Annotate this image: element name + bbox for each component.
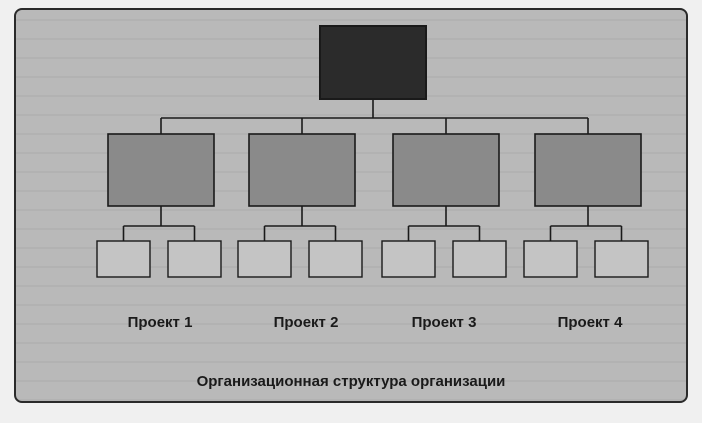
project-3-sub-unit-2	[452, 240, 507, 278]
project-1-label: Проект 1	[127, 314, 193, 331]
project-4-sub-unit-2	[594, 240, 649, 278]
project-3-label: Проект 3	[411, 314, 477, 331]
connector-lines	[122, 99, 623, 241]
project-2-node	[248, 133, 356, 207]
project-2-sub-unit-2	[308, 240, 363, 278]
chart-nodes	[96, 25, 649, 278]
project-3-sub-unit-1	[381, 240, 436, 278]
diagram-caption: Организационная структура организации	[196, 373, 506, 390]
project-2-sub-unit-1	[237, 240, 292, 278]
project-4-node	[534, 133, 642, 207]
project-1-node	[107, 133, 215, 207]
project-4-label: Проект 4	[557, 314, 623, 331]
project-1-sub-unit-2	[167, 240, 222, 278]
project-3-node	[392, 133, 500, 207]
project-1-sub-unit-1	[96, 240, 151, 278]
project-4-sub-unit-1	[523, 240, 578, 278]
project-2-label: Проект 2	[273, 314, 339, 331]
root-node	[319, 25, 427, 100]
